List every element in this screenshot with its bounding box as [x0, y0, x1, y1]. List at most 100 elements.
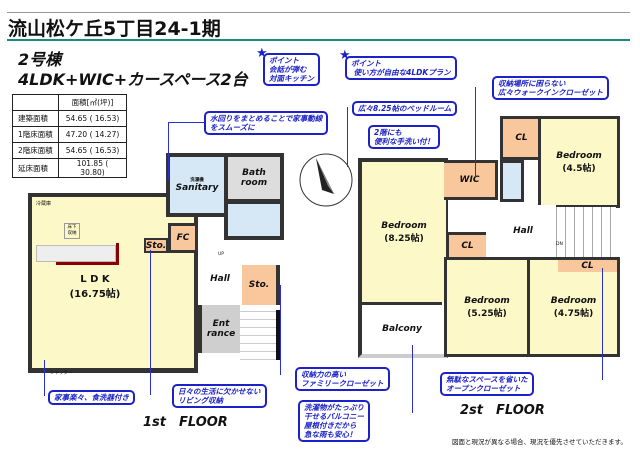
room-hall: Hall [198, 253, 242, 305]
room-hall-2: Hall [490, 205, 556, 257]
star-icon: ★ [256, 46, 268, 61]
title-underline [7, 39, 630, 41]
row-label: 1階床面積 [12, 126, 59, 143]
room-bedroom-5-25: Bedroom (5.25帖) [444, 257, 530, 357]
star-icon: ★ [339, 48, 351, 63]
floor2-label: 2st FLOOR [460, 403, 545, 418]
ldk-label: L D K [80, 274, 110, 285]
callout-family-closet: 収納力の高い ファミリークローゼット [295, 367, 390, 391]
callout-open-closet: 無駄なスペースを省いた オープンクローゼット [440, 372, 534, 396]
callout-bedroom: 広々8.25帖のベッドルーム [352, 101, 458, 116]
room-ldk: L D K (16.75帖) [60, 272, 130, 302]
room-bedroom-4-5: Bedroom(4.5帖) [538, 116, 620, 208]
fc-label: FC [176, 233, 190, 243]
compass-icon [299, 153, 353, 207]
row-value: 101.85 ( 30.80) [58, 158, 127, 178]
room-balcony: Balcony [362, 302, 442, 352]
balcony-label: Balcony [382, 323, 422, 334]
room-closet-3: CL [558, 260, 617, 272]
leader-line [412, 345, 413, 413]
room-wic: WIC [444, 160, 498, 200]
leader-line [280, 285, 281, 375]
callout-wic: 収納場所に困らない 広々ウォークインクローゼット [492, 76, 609, 100]
callout-water: 水回りをまとめることで家事動線 をスムーズに [204, 111, 329, 135]
room-bedroom-8: Bedroom (8.25帖) [362, 162, 446, 302]
room-toilet [224, 200, 284, 240]
bedroom-size: (8.25帖) [384, 233, 424, 244]
callout-kitchen: ポイント 会話が弾む 対面キッチン [263, 53, 320, 86]
row-label: 建築面積 [12, 110, 59, 127]
porch [240, 310, 280, 360]
floor1-ldk-wall [28, 193, 198, 373]
storage-label: Sto. [145, 240, 167, 251]
row-value: 54.65 ( 16.53) [58, 142, 127, 159]
room-closet-1: CL [500, 116, 540, 160]
leader-line [168, 122, 169, 180]
bedroom-label: Bedroom [550, 295, 597, 306]
leader-line [347, 107, 348, 167]
area-header: 面積[㎡(坪)] [58, 94, 127, 111]
room-bedroom-4-75: Bedroom (4.75帖) [527, 257, 620, 357]
row-value: 54.65 ( 16.53) [58, 110, 127, 127]
bedroom-size: (4.75帖) [553, 308, 594, 319]
bedroom-size: (5.25帖) [467, 308, 507, 319]
bath-label-2: room [240, 178, 268, 188]
shutter-label: シャッター [50, 371, 73, 376]
callout-dishwasher: 家事楽々、食洗器付き [48, 390, 135, 405]
ldk-area [32, 197, 194, 368]
storage-label-2: Sto. [248, 280, 270, 290]
closet-label-2: CL [461, 241, 474, 251]
callout-balcony: 洗濯物がたっぷり 干せるバルコニー 屋根付きだから 急な雨も安心！ [298, 400, 370, 442]
closet-label-3: CL [581, 261, 594, 271]
room-storage: Sto. [144, 238, 168, 253]
up-label: UP [218, 252, 225, 257]
callout-handwash: 2階にも 便利な手洗い付！ [368, 125, 440, 149]
entrance-label: Ent [212, 319, 230, 329]
wic-label: WIC [459, 175, 480, 185]
room-storage-2: Sto. [242, 265, 280, 305]
row-value: 47.20 ( 14.27) [58, 126, 127, 143]
row-label: 延床面積 [12, 158, 59, 178]
leader-line [44, 360, 45, 396]
washer-label: 洗濯機 [190, 178, 204, 183]
room-fc: FC [168, 223, 198, 253]
room-closet-2: CL [446, 232, 486, 257]
top-rule [7, 12, 630, 13]
stairs [556, 207, 616, 259]
room-toilet-2 [500, 160, 524, 202]
callout-living-storage: 日々の生活に欠かせない リビング収納 [172, 384, 267, 408]
floor1-label: 1st FLOOR [143, 415, 228, 430]
row-label: 2階床面積 [12, 142, 59, 159]
hall-label: Hall [210, 274, 230, 284]
building-number: 2号棟 [18, 50, 62, 69]
entrance-label-2: rance [206, 329, 236, 339]
bedroom-label: Bedroom [381, 220, 427, 231]
fridge-label: 冷蔵庫 [36, 201, 52, 207]
leader-line [168, 122, 204, 123]
page-title: 流山松ケ丘5丁目24-1期 [8, 18, 221, 40]
bedroom-label: Bedroom [464, 295, 510, 306]
plan-type: 4LDK+WIC+カースペース2台 [18, 70, 248, 89]
closet-label: CL [515, 133, 528, 143]
callout-plan: ポイント 使い方が自由な4LDKプラン [345, 56, 457, 80]
ldk-size: (16.75帖) [69, 289, 121, 300]
kitchen-counter [36, 245, 116, 262]
kitchen-wall [116, 243, 119, 265]
leader-line [602, 268, 603, 380]
leader-line [475, 87, 476, 177]
dn-label: DN [556, 242, 563, 247]
disclaimer-note: 図面と現況が異なる場合、現況を優先させていただきます。 [452, 438, 627, 446]
hall-label-2: Hall [513, 226, 533, 236]
sanitary-label: Sanitary [175, 183, 219, 193]
kitchen-wall [56, 262, 119, 265]
bath-label: Bath [242, 168, 266, 178]
leader-line [150, 250, 151, 395]
